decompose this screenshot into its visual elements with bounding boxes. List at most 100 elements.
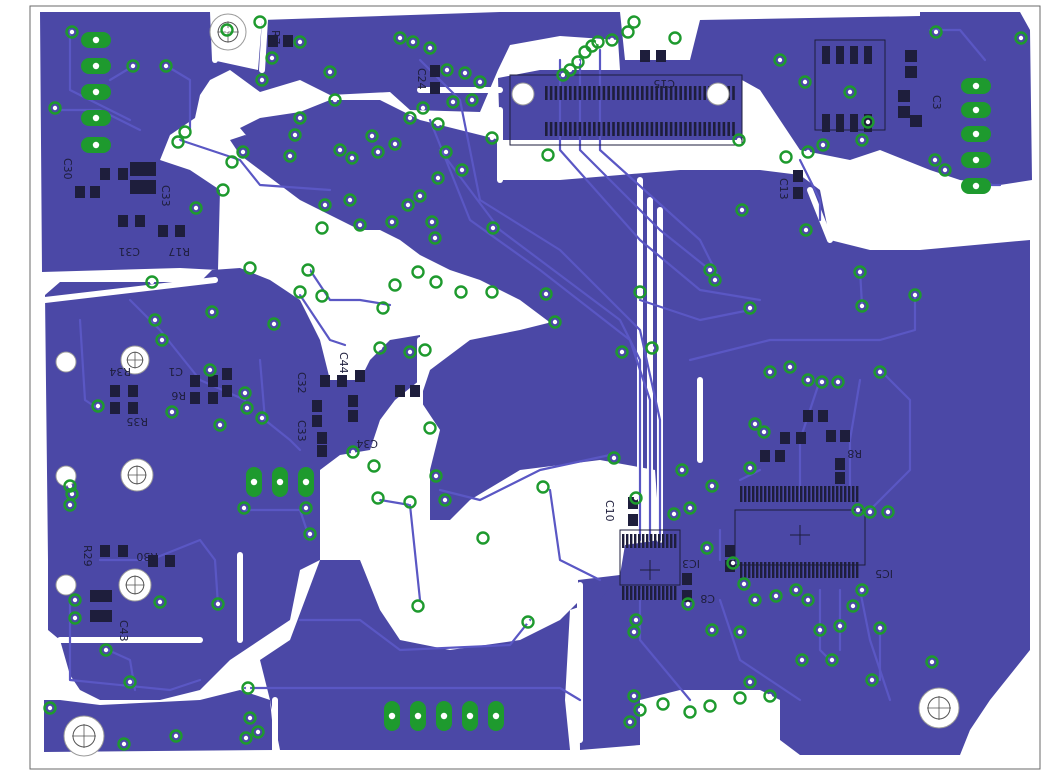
ic-pin bbox=[740, 562, 743, 578]
via-drill bbox=[631, 19, 637, 25]
ic-pin bbox=[820, 486, 823, 502]
via bbox=[431, 171, 445, 185]
ic-pin bbox=[665, 122, 668, 136]
via-drill bbox=[297, 39, 303, 45]
via bbox=[521, 615, 535, 629]
via-drill bbox=[257, 19, 263, 25]
label-c3: C3 bbox=[930, 95, 943, 110]
ic-pin bbox=[621, 122, 625, 136]
via-drill bbox=[443, 149, 449, 155]
ic-pin bbox=[784, 562, 787, 578]
ic-pin bbox=[756, 562, 759, 578]
pad-drill bbox=[492, 712, 500, 720]
ic-pin bbox=[655, 122, 658, 136]
via bbox=[703, 263, 717, 277]
ic-pin bbox=[848, 562, 851, 578]
ic-pin bbox=[597, 86, 601, 100]
via-drill bbox=[633, 617, 639, 623]
mounting-hole bbox=[511, 82, 535, 106]
via bbox=[486, 221, 500, 235]
via-drill bbox=[850, 603, 856, 609]
ic-pin bbox=[679, 122, 682, 136]
label-r35: R35 bbox=[126, 415, 148, 428]
designator-labels: R7 C31 C33 R17 C30 C1 R34 R6 R35 C32 C33… bbox=[61, 30, 943, 642]
via-drill bbox=[217, 422, 223, 428]
ic-pin bbox=[816, 562, 819, 578]
via bbox=[429, 469, 443, 483]
via-drill bbox=[671, 511, 677, 517]
mounting-hole bbox=[706, 82, 730, 106]
via-drill bbox=[244, 405, 250, 411]
ic-pin bbox=[727, 122, 730, 136]
label-r8: R8 bbox=[847, 447, 862, 460]
ic-pin bbox=[852, 562, 855, 578]
via-drill bbox=[357, 222, 363, 228]
through-hole-pad bbox=[436, 701, 452, 731]
via-drill bbox=[739, 207, 745, 213]
via bbox=[801, 145, 815, 159]
via-drill bbox=[269, 55, 275, 61]
ic-pin bbox=[748, 486, 751, 502]
via bbox=[668, 31, 682, 45]
ic-pin bbox=[621, 86, 625, 100]
via bbox=[68, 593, 82, 607]
ic-pin bbox=[764, 486, 767, 502]
via-drill bbox=[193, 205, 199, 211]
via bbox=[605, 33, 619, 47]
via-drill bbox=[435, 175, 441, 181]
via bbox=[683, 501, 697, 515]
ic-pin bbox=[559, 86, 562, 100]
via bbox=[126, 59, 140, 73]
via bbox=[213, 418, 227, 432]
via-drill bbox=[633, 495, 639, 501]
pad-drill bbox=[972, 182, 980, 190]
ic-pin bbox=[642, 534, 645, 548]
via-drill bbox=[627, 719, 633, 725]
via bbox=[627, 15, 641, 29]
via bbox=[476, 531, 490, 545]
via-drill bbox=[837, 623, 843, 629]
ic-pin bbox=[549, 122, 553, 136]
via-drill bbox=[259, 77, 265, 83]
via bbox=[629, 491, 643, 505]
label-c44: C44 bbox=[337, 352, 350, 374]
via-drill bbox=[737, 629, 743, 635]
via bbox=[705, 623, 719, 637]
ic-pin bbox=[645, 86, 649, 100]
label-c15: C15 bbox=[653, 77, 675, 90]
via bbox=[267, 317, 281, 331]
via-drill bbox=[595, 39, 601, 45]
via bbox=[473, 75, 487, 89]
via-drill bbox=[543, 291, 549, 297]
via bbox=[43, 701, 57, 715]
ic-pin bbox=[844, 562, 847, 578]
via-drill bbox=[450, 99, 456, 105]
via bbox=[763, 365, 777, 379]
ic-pin bbox=[708, 122, 711, 136]
via-drill bbox=[435, 121, 441, 127]
through-hole-pad bbox=[961, 152, 991, 168]
via bbox=[393, 31, 407, 45]
via bbox=[748, 593, 762, 607]
via bbox=[243, 261, 257, 275]
ic-pin bbox=[666, 534, 669, 548]
via bbox=[627, 689, 641, 703]
via-drill bbox=[427, 45, 433, 51]
ic-pin bbox=[650, 122, 654, 136]
via-drill bbox=[247, 265, 253, 271]
via bbox=[411, 265, 425, 279]
ic-pin bbox=[636, 122, 639, 136]
via bbox=[465, 93, 479, 107]
ic-pin bbox=[674, 86, 678, 100]
ic-pin bbox=[788, 562, 791, 578]
via bbox=[288, 128, 302, 142]
ic-pin bbox=[684, 122, 687, 136]
via-drill bbox=[637, 707, 643, 713]
ic-pin bbox=[666, 586, 669, 600]
via-drill bbox=[912, 292, 918, 298]
via bbox=[353, 218, 367, 232]
through-hole-pad bbox=[384, 701, 400, 731]
via bbox=[299, 501, 313, 515]
via bbox=[91, 399, 105, 413]
